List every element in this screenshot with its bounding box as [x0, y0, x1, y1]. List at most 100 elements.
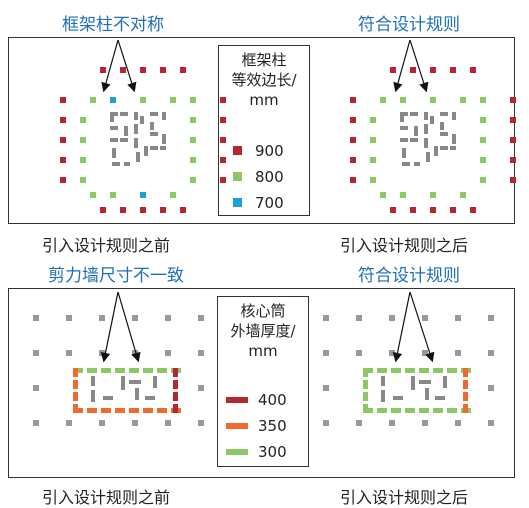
column — [323, 315, 329, 321]
column — [33, 385, 39, 391]
column — [60, 97, 66, 103]
core-wall — [410, 112, 418, 116]
core-inner-wall — [153, 376, 157, 388]
column — [450, 207, 456, 213]
core-outer-wall — [157, 368, 167, 373]
core-wall — [120, 138, 128, 142]
column — [356, 420, 362, 426]
bottom-left-plan — [33, 291, 204, 426]
core-outer-wall — [433, 408, 443, 413]
core-outer-wall — [87, 368, 97, 373]
legend-line-350 — [226, 423, 248, 429]
bottom-left-caption: 引入设计规则之前 — [42, 488, 171, 507]
column — [198, 350, 204, 356]
top-legend: 框架柱 等效边长/ mm 900 800 700 — [218, 45, 310, 216]
callout-arrow — [409, 39, 429, 93]
core-inner-wall — [103, 396, 113, 400]
core-outer-wall — [173, 392, 178, 401]
column — [165, 315, 171, 321]
core-outer-wall — [73, 380, 78, 389]
legend-label-400: 400 — [258, 391, 287, 409]
top-right-plan — [350, 39, 516, 213]
core-wall — [452, 134, 456, 144]
core-inner-wall — [145, 396, 155, 400]
column — [480, 157, 486, 163]
core-wall — [426, 152, 430, 162]
column — [510, 137, 516, 143]
column — [190, 137, 196, 143]
core-outer-wall — [115, 408, 125, 413]
column — [480, 137, 486, 143]
core-wall — [110, 126, 118, 130]
core-wall — [434, 146, 438, 156]
core-wall — [400, 126, 408, 130]
column — [66, 420, 72, 426]
core-inner-wall — [91, 376, 95, 386]
core-outer-wall — [447, 368, 457, 373]
legend-title-line-1: 框架柱 — [241, 51, 287, 69]
column — [198, 315, 204, 321]
column — [220, 177, 226, 183]
column — [99, 315, 105, 321]
column — [510, 177, 516, 183]
core-outer-wall — [363, 368, 368, 377]
core-inner-wall — [121, 376, 125, 390]
column — [33, 315, 39, 321]
legend-label-300: 300 — [258, 443, 287, 461]
column — [120, 67, 126, 73]
column — [198, 420, 204, 426]
column — [110, 97, 116, 103]
core-inner-wall — [129, 380, 141, 384]
column — [140, 97, 146, 103]
column — [455, 315, 461, 321]
core-outer-wall — [433, 368, 443, 373]
column — [455, 350, 461, 356]
core-wall — [424, 124, 428, 134]
column — [480, 177, 486, 183]
legend-label-350: 350 — [258, 417, 287, 435]
column — [422, 315, 428, 321]
callout-arrow — [100, 291, 119, 363]
column — [80, 177, 86, 183]
bottom-left-title: 剪力墙尺寸不一致 — [48, 266, 184, 286]
legend-title-line-3: mm — [249, 91, 279, 109]
column — [160, 207, 166, 213]
top-left-plan — [60, 39, 226, 213]
core-wall — [410, 138, 418, 142]
legend-line-400 — [226, 397, 248, 403]
core-wall — [124, 162, 130, 166]
column — [99, 350, 105, 356]
core-wall — [414, 162, 420, 166]
column — [100, 207, 106, 213]
legend-title-line-1: 核心筒 — [240, 302, 286, 320]
column — [350, 137, 356, 143]
core-outer-wall — [157, 408, 167, 413]
core-wall — [402, 148, 406, 158]
column — [390, 207, 396, 213]
column — [60, 117, 66, 123]
core-outer-wall — [419, 368, 429, 373]
callout-arrow — [393, 39, 411, 93]
column — [422, 350, 428, 356]
column — [390, 67, 396, 73]
bottom-right-title: 符合设计规则 — [358, 266, 460, 286]
core-inner-wall — [91, 390, 95, 402]
column — [140, 192, 146, 198]
top-left-title: 框架柱不对称 — [62, 15, 164, 35]
core-outer-wall — [173, 368, 178, 377]
legend-title-line-2: 外墙厚度/ — [230, 322, 296, 340]
column — [120, 207, 126, 213]
core-wall — [140, 116, 144, 124]
column — [323, 385, 329, 391]
core-wall — [400, 112, 404, 122]
column — [80, 137, 86, 143]
core-outer-wall — [115, 368, 125, 373]
column — [422, 420, 428, 426]
column — [389, 315, 395, 321]
callout-arrow — [409, 291, 435, 363]
core-inner-wall — [393, 396, 403, 400]
core-wall — [150, 146, 158, 150]
column — [410, 67, 416, 73]
column — [470, 67, 476, 73]
